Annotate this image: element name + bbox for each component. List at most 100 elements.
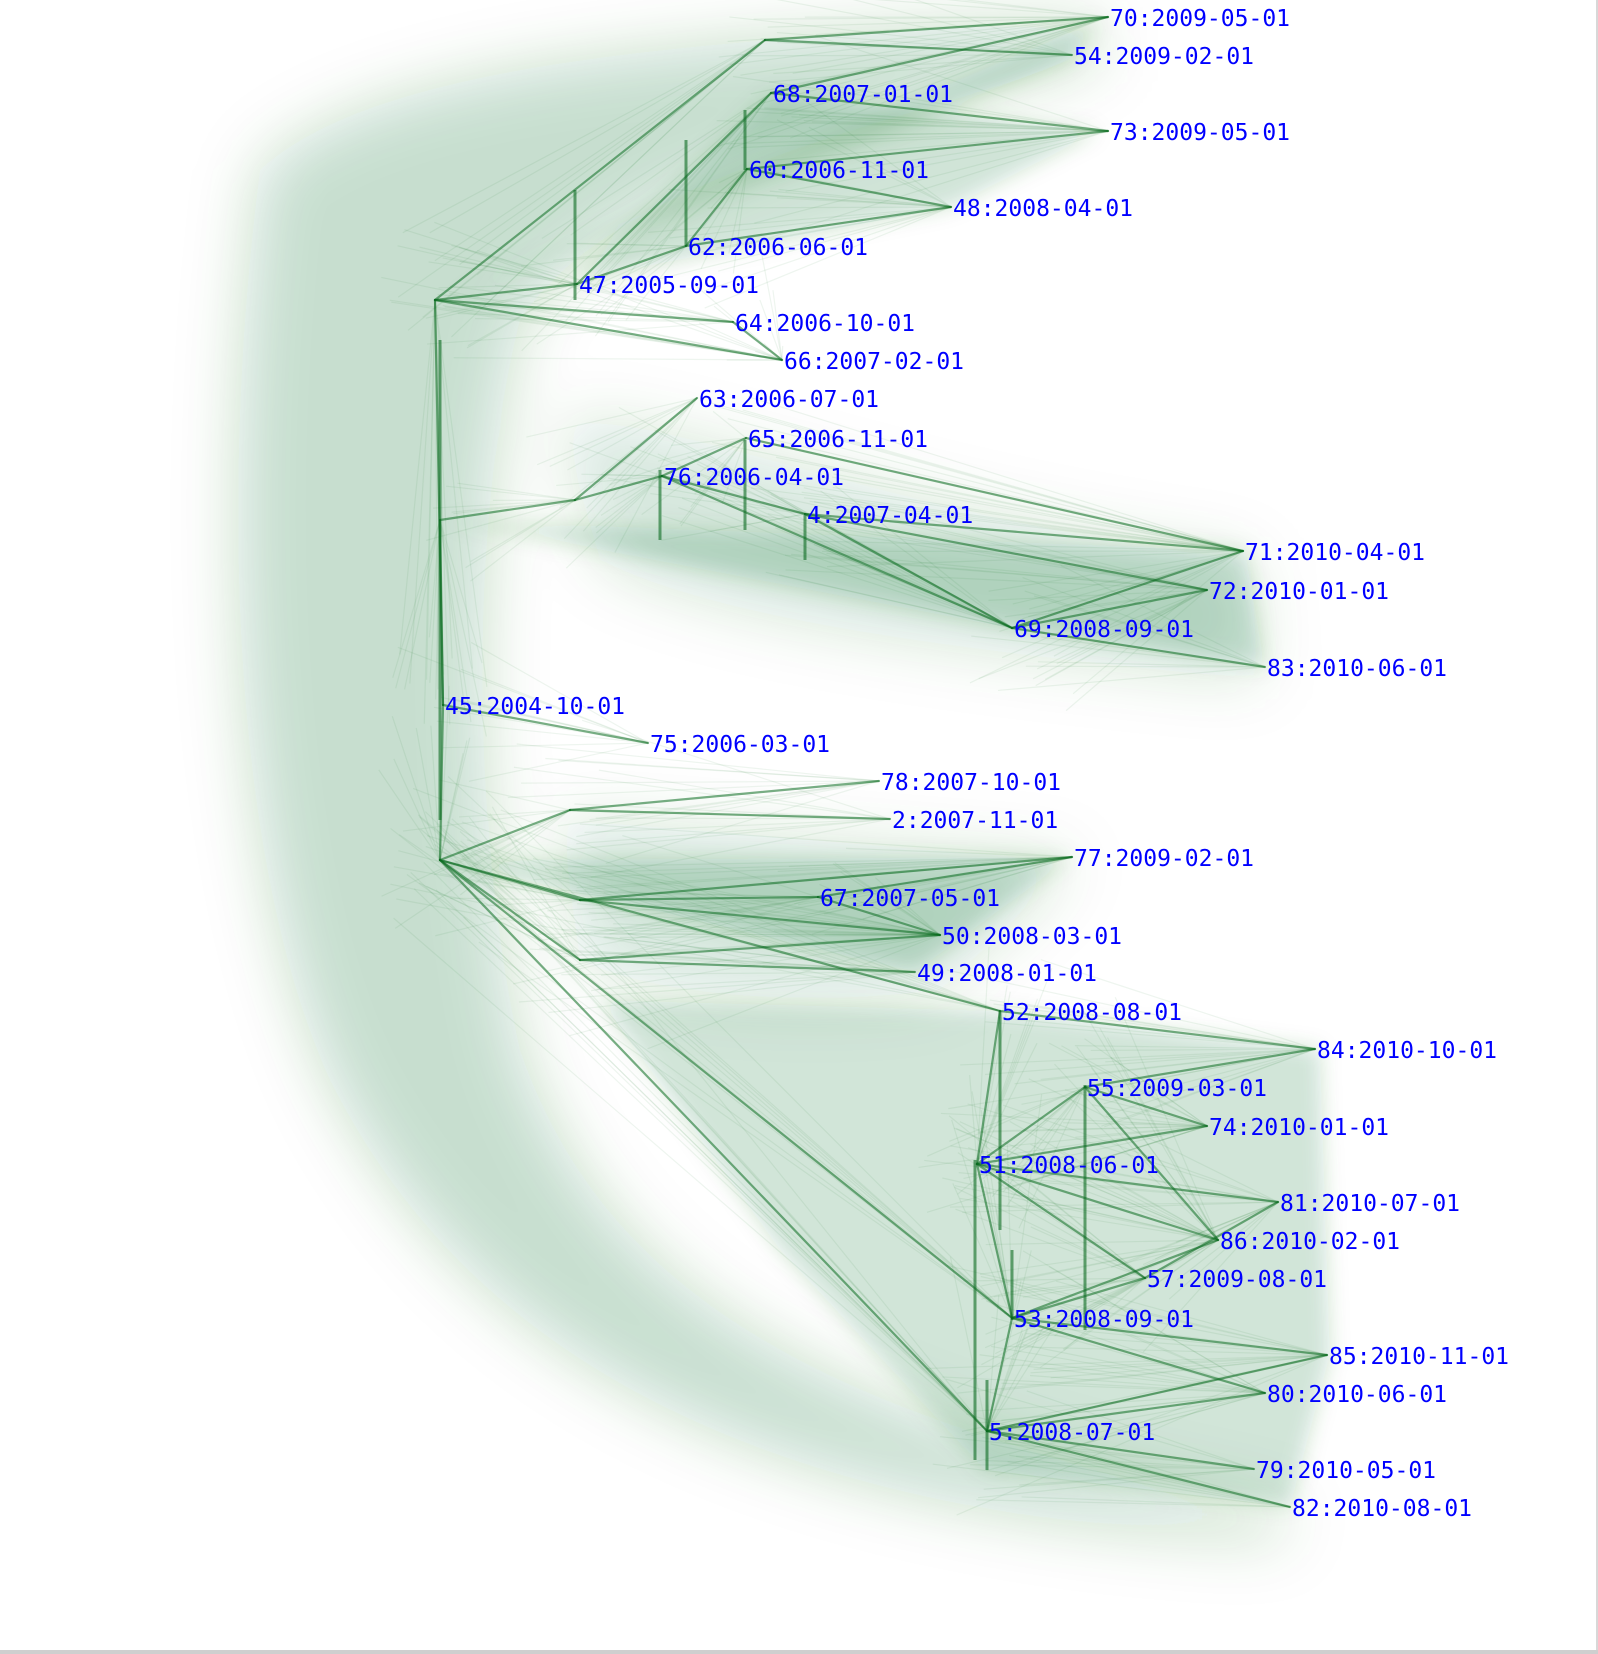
sample-tree-branch: [569, 442, 663, 477]
sample-tree-branch: [582, 397, 698, 532]
sample-tree-branch: [970, 1464, 1255, 1470]
sample-tree-branch: [1027, 1365, 1266, 1394]
sample-tree-branch: [1012, 550, 1244, 605]
sample-tree-branch: [429, 519, 441, 683]
sample-tree-branch: [716, 120, 1109, 132]
sample-tree-branch: [397, 39, 766, 298]
sample-tree-branch: [1050, 1354, 1328, 1379]
sample-tree-branch: [803, 487, 1208, 591]
sample-tree-branch: [661, 513, 806, 541]
sample-tree-branch: [399, 299, 436, 655]
tree-branch: [1083, 1047, 1317, 1089]
sample-tree-branch: [381, 276, 783, 361]
sample-tree-branch: [707, 206, 952, 209]
sample-tree-branch: [986, 1300, 1266, 1394]
tree-branch: [1010, 1276, 1147, 1320]
sample-tree-branch: [459, 830, 1013, 1319]
sample-tree-branch: [402, 39, 766, 234]
sample-tree-branch: [549, 397, 698, 467]
sample-tree-branch: [729, 16, 1109, 66]
tip-label: 63:2006-07-01: [699, 387, 879, 413]
sample-tree-branch: [435, 899, 581, 937]
sample-tree-branch: [981, 1239, 1219, 1300]
tree-branch: [803, 512, 1245, 553]
tip-label: 68:2007-01-01: [773, 82, 953, 108]
sample-tree-branch: [803, 497, 1244, 552]
sample-tree-branch: [613, 923, 941, 936]
sample-tree-branch: [397, 245, 734, 323]
sample-tree-branch: [1011, 1094, 1043, 1319]
tip-label: 74:2010-01-01: [1209, 1115, 1389, 1141]
tree-branch: [684, 167, 749, 248]
tree-branch: [1010, 626, 1267, 669]
sample-tree-branch: [1022, 1250, 1266, 1394]
tree-branch: [769, 15, 1110, 95]
sample-tree-branch: [957, 1277, 1146, 1389]
sample-tree-branch: [563, 397, 698, 540]
sample-tree-branch: [820, 473, 1013, 629]
sample-tree-branch: [439, 779, 571, 811]
sample-tree-branch: [648, 206, 952, 233]
sample-tree-branch: [874, 0, 1109, 18]
sample-tree-branch: [820, 490, 1013, 629]
sample-tree-branch: [709, 402, 1244, 552]
sample-tree-branch: [1028, 1078, 1279, 1203]
sample-tree-branch: [544, 868, 941, 936]
sample-tree-branch: [558, 759, 880, 782]
sample-tree-branch: [718, 168, 748, 184]
sample-tree-branch: [594, 896, 819, 935]
sample-tree-branch: [460, 668, 649, 744]
sample-tree-branch: [439, 519, 487, 737]
sample-tree-branch: [595, 92, 772, 317]
sample-tree-branch: [470, 499, 576, 563]
sample-tree-branch: [741, 130, 1109, 138]
sample-tree-branch: [439, 737, 471, 861]
sample-tree-branch: [765, 571, 1013, 629]
tip-label: 79:2010-05-01: [1256, 1458, 1436, 1484]
tip-label: 52:2008-08-01: [1002, 1000, 1182, 1026]
sample-tree-branch: [718, 16, 1109, 58]
sample-tree-branch: [951, 1119, 1013, 1319]
sample-tree-branch: [791, 553, 1208, 591]
sample-tree-branch: [622, 834, 819, 898]
sample-tree-branch: [803, 119, 1109, 132]
sample-tree-branch: [813, 501, 1208, 591]
tree-branch: [1010, 588, 1209, 630]
sample-tree-branch: [1029, 1392, 1266, 1460]
sample-tree-branch: [581, 719, 891, 820]
sample-tree-branch: [1019, 1468, 1255, 1486]
tree-branch: [975, 1085, 1087, 1166]
sample-tree-branch: [779, 574, 1013, 629]
sample-tree-branch: [781, 497, 1208, 591]
sample-tree-branch: [1054, 1063, 1219, 1241]
tree-branch: [438, 858, 989, 1433]
sample-tree-branch: [458, 809, 571, 818]
tree-branch: [433, 298, 735, 324]
sample-tree-branch: [845, 847, 1073, 858]
sample-tree-branch: [957, 1354, 1328, 1394]
sample-tree-branch: [576, 780, 880, 838]
sample-tree-branch: [576, 856, 1073, 889]
sample-tree-branch: [976, 991, 1011, 1165]
sample-tree-branch: [989, 1162, 1146, 1279]
tip-labels: 70:2009-05-0154:2009-02-0168:2007-01-017…: [445, 6, 1509, 1522]
sample-tree-branch: [434, 221, 783, 361]
sample-tree-branch: [569, 934, 941, 1037]
sample-tree-branch: [434, 843, 1013, 1319]
tree-branch: [763, 38, 1074, 57]
sample-tree-branch: [417, 814, 1013, 1319]
sample-tree-branch: [926, 1086, 1086, 1157]
sample-tree-branch: [773, 929, 941, 936]
sample-tree-branch: [718, 406, 1244, 552]
tree-branch: [985, 1316, 1014, 1433]
sample-tree-branch: [1018, 1086, 1086, 1229]
sample-tree-branch: [661, 515, 1013, 629]
tree-branch: [975, 1162, 1220, 1242]
sample-tree-branch: [745, 512, 1208, 591]
sample-tree-branch: [410, 871, 988, 1432]
sample-tree-branch: [489, 813, 988, 1432]
sample-tree-branch: [959, 1197, 1219, 1241]
tip-label: 65:2006-11-01: [748, 427, 928, 453]
sample-tree-branch: [619, 934, 941, 939]
tip-label: 67:2007-05-01: [820, 886, 1000, 912]
